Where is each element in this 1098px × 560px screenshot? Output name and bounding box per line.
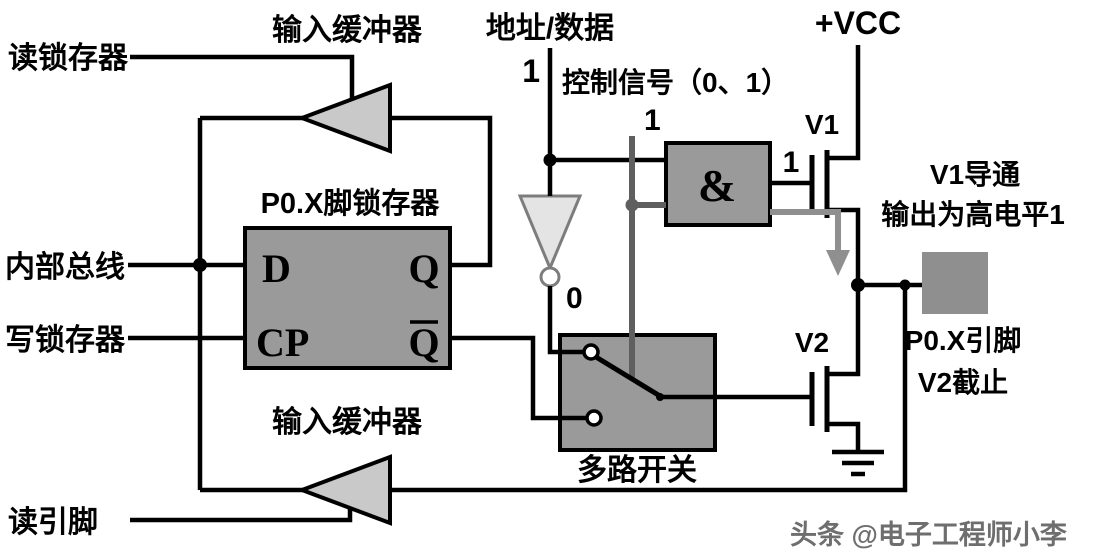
read-pin-label: 读引脚 bbox=[8, 506, 98, 539]
and-gate-box bbox=[664, 141, 772, 227]
read-latch-label: 读锁存器 bbox=[8, 42, 129, 75]
v1-label: V1 bbox=[805, 109, 839, 140]
wire-pin-readback bbox=[390, 285, 908, 493]
input-buffer-bottom-label: 输入缓冲器 bbox=[272, 406, 423, 439]
mux-contact-top-icon bbox=[582, 343, 600, 361]
inverter-value-label: 0 bbox=[566, 282, 583, 315]
v2-source-to-ground bbox=[827, 421, 861, 452]
mux-contact-bottom-icon bbox=[585, 409, 603, 427]
v1-drain-to-vcc bbox=[827, 45, 861, 161]
latch-d-label: D bbox=[262, 246, 291, 291]
inverter-icon bbox=[517, 194, 583, 272]
latch-q-label: Q bbox=[408, 246, 439, 291]
input-buffer-top-label: 输入缓冲器 bbox=[272, 14, 423, 47]
junction-dot-pin-node bbox=[851, 278, 865, 292]
internal-bus-label: 内部总线 bbox=[5, 250, 125, 284]
address-value-label: 1 bbox=[522, 53, 540, 89]
flow-arrow-head-icon bbox=[826, 250, 850, 276]
write-latch-label: 写锁存器 bbox=[5, 324, 126, 357]
v1-source-to-node bbox=[827, 207, 861, 285]
mux-label: 多路开关 bbox=[577, 454, 697, 487]
latch-cp-label: CP bbox=[256, 320, 309, 365]
latch-title-label: P0.X脚锁存器 bbox=[261, 187, 441, 220]
gate-output-value-label: 1 bbox=[783, 146, 800, 179]
mux-pivot-dot bbox=[656, 393, 664, 401]
v2-drain-to-node bbox=[827, 285, 861, 377]
pin-label: P0.X引脚 bbox=[905, 325, 1022, 356]
latch-qbar-label: Q bbox=[408, 320, 439, 365]
junction-dot-bus bbox=[193, 258, 207, 272]
ground-icon bbox=[832, 449, 884, 477]
mux-switch-arm bbox=[594, 354, 662, 399]
v1-state-label: V1导通 bbox=[930, 159, 1020, 190]
flow-arrow-stem bbox=[770, 209, 841, 250]
wire-read-pin-enable bbox=[130, 509, 353, 523]
junction-dot-control bbox=[625, 198, 639, 212]
address-data-label: 地址/数据 bbox=[486, 12, 614, 45]
junction-dot-readback bbox=[899, 279, 911, 291]
vcc-label: +VCC bbox=[815, 5, 901, 41]
wire-inverter-to-mux bbox=[547, 286, 583, 355]
wire-read-latch-enable bbox=[130, 54, 355, 100]
output-state-label: 输出为高电平1 bbox=[881, 198, 1065, 230]
v2-state-label: V2截止 bbox=[918, 367, 1008, 398]
watermark: 头条 @电子工程师小李 bbox=[790, 520, 1068, 550]
junction-dot-address bbox=[543, 153, 557, 167]
inverter-bubble-icon bbox=[539, 266, 561, 288]
latch-box bbox=[243, 226, 452, 370]
wire-q-feedback bbox=[390, 115, 493, 268]
pin-box bbox=[922, 252, 988, 314]
v2-label: V2 bbox=[795, 327, 829, 358]
wire-qbar-to-mux bbox=[450, 335, 586, 421]
control-value-label: 1 bbox=[644, 104, 661, 137]
control-signal-label: 控制信号（0、1） bbox=[562, 66, 789, 98]
bottom-input-buffer-icon bbox=[296, 454, 392, 526]
top-input-buffer-icon bbox=[296, 82, 392, 154]
and-symbol-label: & bbox=[698, 160, 736, 211]
